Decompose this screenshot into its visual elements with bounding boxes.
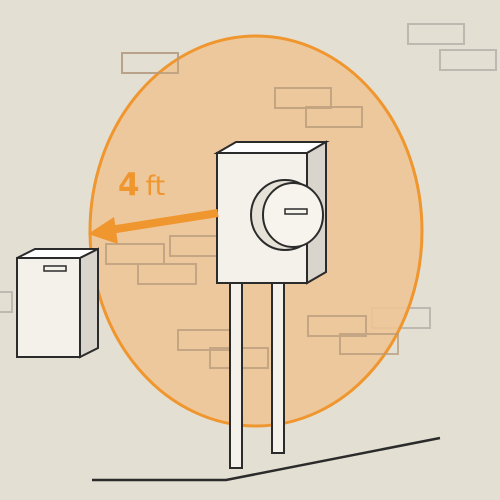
clearance-unit: ft	[145, 171, 166, 202]
equipment-box-front	[16, 257, 81, 358]
conduit-pipe-left	[229, 282, 243, 469]
clearance-value: 4	[118, 167, 140, 203]
brick	[407, 23, 465, 45]
clearance-arrow	[88, 209, 219, 244]
brick	[274, 87, 332, 109]
brick	[0, 291, 13, 313]
electric-meter-icon	[213, 140, 330, 285]
brick	[105, 243, 165, 265]
conduit-pipes	[229, 282, 285, 469]
brick	[137, 263, 197, 285]
equipment-box-slot	[43, 265, 67, 272]
meter-dial	[262, 182, 324, 248]
brick	[339, 333, 399, 355]
equipment-box-icon	[16, 247, 99, 359]
brick	[305, 106, 363, 128]
clearance-arrow-shaft	[109, 209, 219, 234]
ground-line	[92, 436, 441, 482]
zone-bricks	[105, 52, 399, 369]
equipment-box-side	[79, 247, 99, 359]
meter-display-slot	[284, 208, 308, 215]
brick	[121, 52, 179, 74]
conduit-pipe-right	[271, 282, 285, 454]
arrow-left-icon	[88, 217, 118, 244]
brick	[307, 315, 367, 337]
brick	[439, 49, 497, 71]
